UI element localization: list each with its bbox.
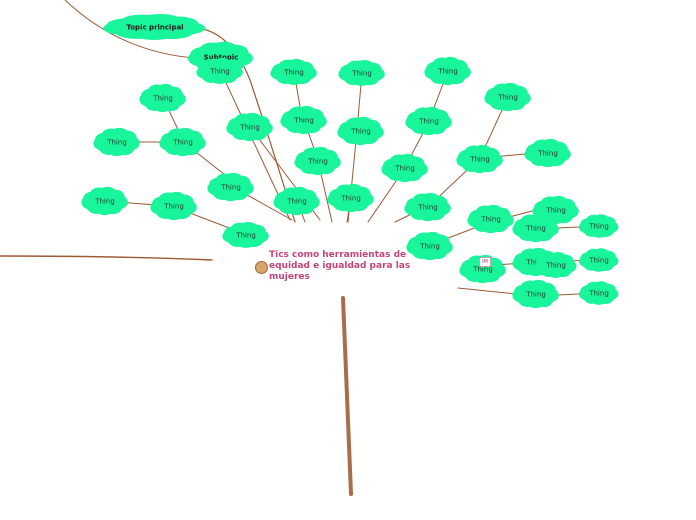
trunk-line [341,296,353,496]
thing-node-28-label: Thing [472,266,493,274]
thing-node-31[interactable]: Thing [578,248,619,272]
thing-node-17[interactable]: Thing [405,106,452,136]
thing-node-25-label: Thing [545,207,566,215]
thing-node-10[interactable]: Thing [280,105,327,135]
thing-node-10-label: Thing [293,117,314,125]
thing-node-33-label: Thing [588,290,609,298]
thing-node-32[interactable]: Thing [512,279,559,309]
thing-node-30-label: Thing [545,262,566,270]
thing-node-24[interactable]: Thing [467,204,514,234]
thing-node-16-label: Thing [437,68,458,76]
thing-node-26[interactable]: Thing [512,213,559,243]
topic-nodes: Topic principalSubtopicThingThingThingTh… [81,14,619,309]
thing-node-31-label: Thing [588,257,609,265]
subtopic-node-label: Subtopic [204,54,239,62]
thing-node-7-label: Thing [163,203,184,211]
thing-node-18-label: Thing [394,165,415,173]
thing-node-26-label: Thing [525,225,546,233]
thing-node-20-label: Thing [419,243,440,251]
thing-node-21[interactable]: Thing [484,82,531,112]
thing-node-17-label: Thing [418,118,439,126]
thing-node-5[interactable]: Thing [207,172,254,202]
thing-node-19-label: Thing [417,204,438,212]
thing-node-16[interactable]: Thing [424,56,471,86]
thing-node-29-label: Thing [525,259,546,267]
left-branch-line [0,255,213,261]
thing-node-23-label: Thing [537,150,558,158]
thing-node-24-label: Thing [480,216,501,224]
thing-node-8-label: Thing [235,232,256,240]
thing-node-2[interactable]: Thing [226,112,273,142]
top-left-branch-line [64,0,196,59]
thing-node-6[interactable]: Thing [81,186,128,216]
thing-node-9[interactable]: Thing [270,59,317,85]
thing-node-1-label: Thing [152,95,173,103]
thing-node-25[interactable]: Thing [532,195,579,225]
thing-node-7[interactable]: Thing [150,191,197,221]
thing-node-0-label: Thing [209,68,230,76]
central-topic-icon [255,261,268,274]
central-topic[interactable]: Tics como herramientas de equidad e igua… [269,250,411,282]
thing-node-11-label: Thing [307,158,328,166]
thing-node-2-label: Thing [239,124,260,132]
thing-node-15[interactable]: Thing [327,183,374,213]
thing-node-3-label: Thing [106,139,127,147]
thing-node-32-label: Thing [525,291,546,299]
thing-node-33[interactable]: Thing [578,281,619,305]
thing-node-14[interactable]: Thing [337,116,384,146]
thing-node-19[interactable]: Thing [404,192,451,222]
principal-branch-line [194,27,296,223]
thing-node-4[interactable]: Thing [159,127,206,157]
thing-node-9-label: Thing [283,69,304,77]
thing-node-4-label: Thing [172,139,193,147]
thing-node-11[interactable]: Thing [294,146,341,176]
thing-node-8[interactable]: Thing [222,222,269,248]
thing-node-20[interactable]: Thing [406,231,453,261]
thing-node-22[interactable]: Thing [456,144,503,174]
thing-node-22-label: Thing [469,156,490,164]
thing-node-14-label: Thing [350,128,371,136]
thing-node-13[interactable]: Thing [338,60,385,86]
im-badge: IM [479,257,491,267]
thing-node-12-label: Thing [286,198,307,206]
thing-node-27-label: Thing [588,223,609,231]
thing-node-13-label: Thing [351,70,372,78]
thing-node-5-label: Thing [220,184,241,192]
thing-node-27[interactable]: Thing [578,214,619,238]
thing-node-30[interactable]: Thing [534,252,577,278]
topic-principal-node-label: Topic principal [126,24,183,32]
thing-node-23[interactable]: Thing [524,138,571,168]
thing-node-3[interactable]: Thing [93,127,140,157]
thing-node-15-label: Thing [340,195,361,203]
thing-node-1[interactable]: Thing [139,83,186,113]
thing-node-18[interactable]: Thing [381,153,428,183]
topic-principal-node[interactable]: Topic principal [103,14,206,40]
thing-node-21-label: Thing [497,94,518,102]
thing-node-6-label: Thing [94,198,115,206]
thing-node-0[interactable]: Thing [196,58,243,84]
thing-node-12[interactable]: Thing [273,186,320,216]
